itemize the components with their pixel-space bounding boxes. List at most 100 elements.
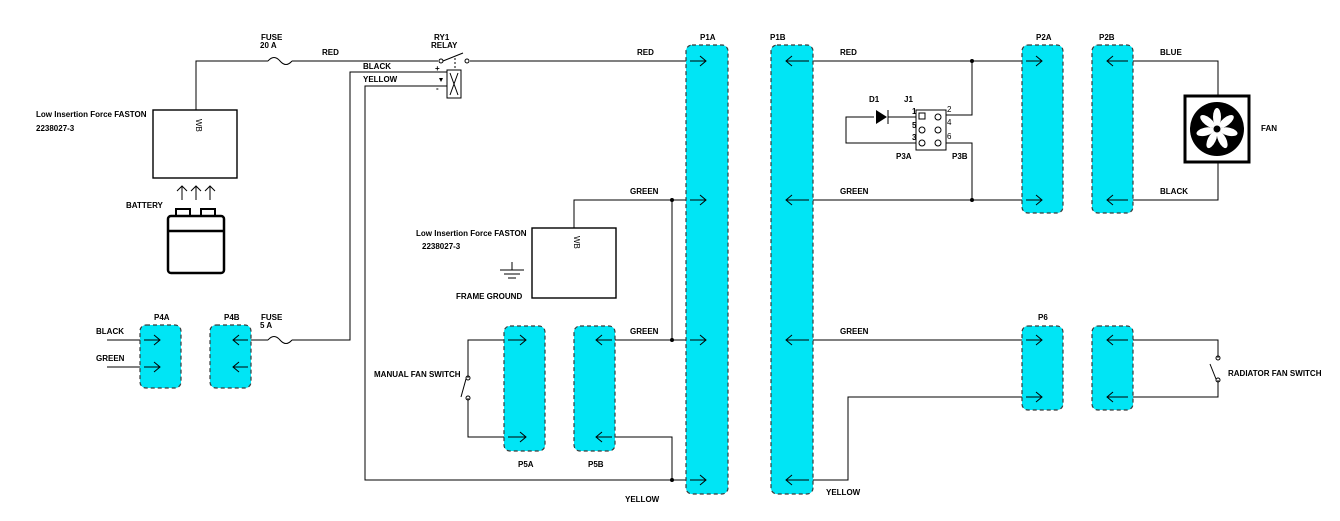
frame-ground-label: FRAME GROUND xyxy=(456,292,522,301)
connector-housing xyxy=(1021,325,1064,411)
faston-label: Low Insertion Force FASTON xyxy=(416,229,527,238)
wire-p1b-to-p6-yellow xyxy=(786,396,1032,481)
pin-arrow-icon xyxy=(785,334,809,346)
diode-d1: D1 xyxy=(869,95,889,124)
wire-label: GREEN xyxy=(840,327,869,336)
relay-ref: RY1 xyxy=(434,33,450,42)
wire-relay-black-to-fuse5 xyxy=(292,71,443,341)
relay-diode-icon xyxy=(439,78,443,82)
switch-arm-icon xyxy=(1209,363,1217,380)
wire-p5a-to-manual-switch-top xyxy=(467,339,516,378)
pin-arrow-icon xyxy=(785,55,809,67)
p3b-label: P3B xyxy=(952,152,968,161)
relay-label: RELAY xyxy=(431,41,458,50)
wire-diode-loop xyxy=(845,116,918,144)
wire-label: BLACK xyxy=(363,62,391,71)
pin-arrow-icon xyxy=(785,194,809,206)
pin-arrow-icon xyxy=(690,334,707,346)
pin-arrow-icon xyxy=(144,334,161,346)
pin-arrow-icon xyxy=(144,361,161,373)
relay-coil-leads xyxy=(443,71,447,87)
pin-number: 3 xyxy=(912,133,917,142)
connector-label: P4B xyxy=(224,313,240,322)
pin-number: 1 xyxy=(912,107,917,116)
fuse-20a: FUSE 20 A xyxy=(260,33,293,65)
pin-arrow-icon xyxy=(1106,391,1128,403)
faston-tag: WB xyxy=(572,236,581,249)
connector-p5b: P5B xyxy=(573,325,616,469)
manual-fan-switch: MANUAL FAN SWITCH xyxy=(374,370,471,401)
pin-number: 6 xyxy=(947,132,952,141)
junction-dot xyxy=(670,338,674,342)
connector-label: P5A xyxy=(518,460,534,469)
fuse-symbol xyxy=(267,57,293,65)
pin-arrow-icon xyxy=(785,474,809,486)
connector-label: P1A xyxy=(700,33,716,42)
connector-housing xyxy=(1021,44,1064,214)
relay-switch-arm-icon xyxy=(442,52,464,62)
manual-switch-label: MANUAL FAN SWITCH xyxy=(374,370,461,379)
faston-part-number: 2238027-3 xyxy=(422,242,461,251)
fuse-label: FUSE xyxy=(261,33,283,42)
connector-housing xyxy=(209,324,252,389)
wire-green-to-j1-pin6 xyxy=(944,142,973,200)
battery-label: BATTERY xyxy=(126,201,164,210)
diode-label: D1 xyxy=(869,95,880,104)
pin-arrow-icon xyxy=(232,361,248,373)
wire-label: BLACK xyxy=(1160,187,1188,196)
fuse-rating: 5 A xyxy=(260,321,272,330)
fuse-symbol xyxy=(267,336,293,344)
junction-dots xyxy=(670,59,974,482)
battery: BATTERY xyxy=(126,185,226,275)
connector-housing xyxy=(573,325,616,452)
connector-p1a: P1A xyxy=(685,33,729,495)
connector-housing xyxy=(1091,325,1134,411)
wire-label: GREEN xyxy=(840,187,869,196)
pin-arrow-icon xyxy=(1026,194,1043,206)
relay-contact-icon xyxy=(438,58,444,64)
relay-contact-icon xyxy=(464,58,470,64)
pins xyxy=(144,55,1128,486)
wire-faston2-to-p1a-green xyxy=(573,199,690,228)
wire-radiator-switch-to-p6-bottom xyxy=(1107,380,1219,398)
connector-p4a: P4A xyxy=(139,313,182,389)
connector-label: P5B xyxy=(588,460,604,469)
pin-arrow-icon xyxy=(508,431,527,443)
junction-dot xyxy=(670,198,674,202)
frame-ground: FRAME GROUND xyxy=(456,262,524,301)
connector-p2a: P2A xyxy=(1021,33,1064,214)
pin-arrow-icon xyxy=(1026,334,1043,346)
wire-label: YELLOW xyxy=(625,495,660,504)
wire-manual-switch-to-p5a-bottom xyxy=(467,398,516,438)
junction-dot xyxy=(970,198,974,202)
fuse-label: FUSE xyxy=(261,313,283,322)
wire-label: RED xyxy=(637,48,654,57)
connector-housing xyxy=(503,325,546,452)
pin-arrow-icon xyxy=(1026,55,1043,67)
radiator-fan-switch: RADIATOR FAN SWITCH xyxy=(1209,355,1322,383)
connector-p6: P6 xyxy=(1021,313,1064,411)
arrow-up-icon xyxy=(204,185,216,200)
pin-arrow-icon xyxy=(1106,194,1128,206)
fan-label: FAN xyxy=(1261,124,1277,133)
pin-arrow-icon xyxy=(690,474,707,486)
pin-arrow-icon xyxy=(1106,55,1128,67)
fan-hub-icon xyxy=(1212,124,1222,134)
wire-red-to-j1-pin2 xyxy=(944,61,973,116)
radiator-switch-label: RADIATOR FAN SWITCH xyxy=(1228,369,1322,378)
pin-number: 5 xyxy=(912,121,917,130)
pin-arrow-icon xyxy=(1106,334,1128,346)
fuse-rating: 20 A xyxy=(260,41,277,50)
pin-arrow-icon xyxy=(1026,391,1043,403)
connector-housing xyxy=(770,44,814,495)
faston-2: WB Low Insertion Force FASTON 2238027-3 xyxy=(416,227,617,299)
wire-label: BLUE xyxy=(1160,48,1182,57)
faston-tag: WB xyxy=(194,119,203,132)
relay-coil-winding-icon xyxy=(449,72,459,96)
diode-icon xyxy=(876,110,887,124)
pin-icon xyxy=(934,126,942,134)
wire-p6-to-radiator-switch-top xyxy=(1107,339,1219,358)
wire-labels: RED BLACK YELLOW RED GREEN GREEN YELLOW … xyxy=(96,48,1188,504)
jumper-j1: 1 2 3 4 5 6 J1 P3A P3B xyxy=(896,95,968,161)
wire-p5b-to-p1a-yellow xyxy=(603,436,673,480)
